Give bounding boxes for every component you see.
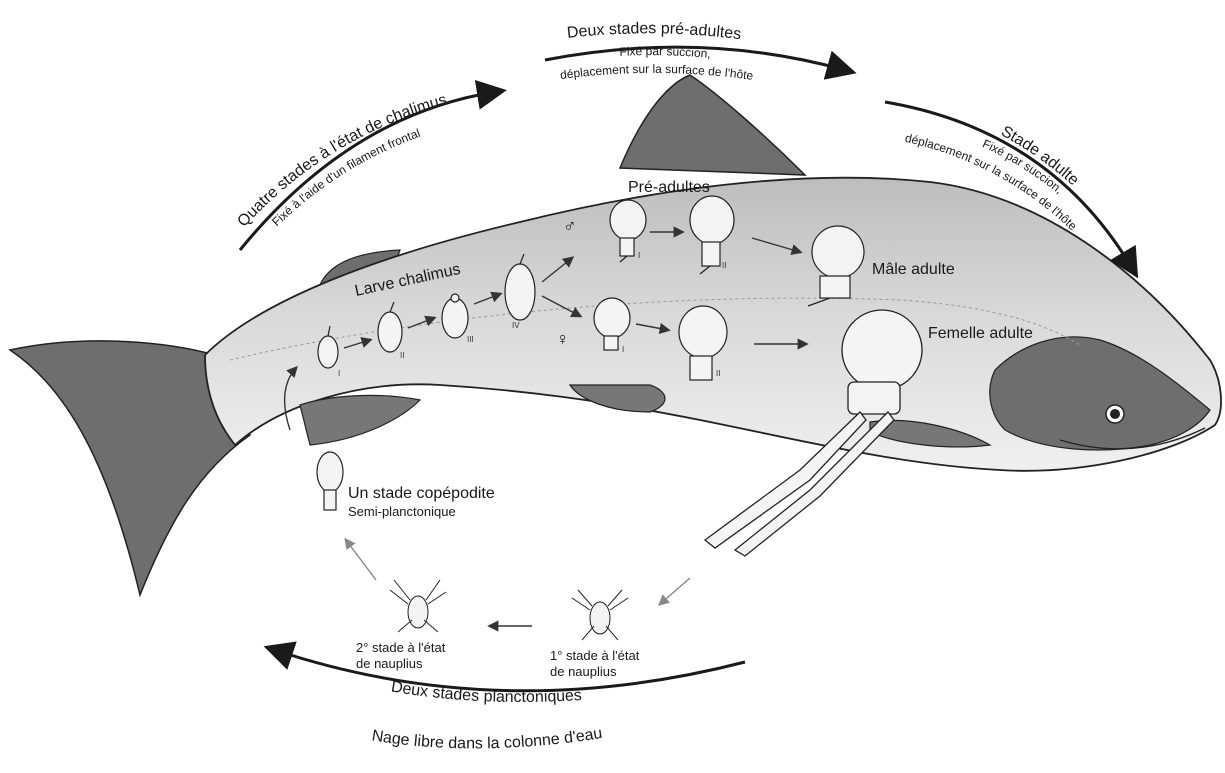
male-symbol: ♂ <box>563 216 577 236</box>
arc-chalimus-title: Quatre stades à l'état de chalimus <box>234 92 448 231</box>
chalimus-numeral-3: III <box>467 335 474 344</box>
arc-planktonic-title: Deux stades planctoniques <box>390 678 582 705</box>
chalimus-numeral-4: IV <box>512 321 520 330</box>
arc-preadult: Deux stades pré-adultes Fixé par succion… <box>545 20 845 83</box>
label-copepodite-sub: Semi-planctonique <box>348 504 456 519</box>
arc-preadult-subtitle-2: déplacement sur la surface de l'hôte <box>559 62 754 83</box>
svg-text:déplacement sur la surface de: déplacement sur la surface de l'hôte <box>559 62 754 83</box>
arc-preadult-title: Deux stades pré-adultes <box>566 20 742 43</box>
nauplius-1-illustration <box>572 590 628 640</box>
preadult-male-numeral-2: II <box>722 261 726 270</box>
arc-planktonic-subtitle: Nage libre dans la colonne d'eau <box>371 725 604 752</box>
svg-text:Deux stades planctoniques: Deux stades planctoniques <box>390 678 582 705</box>
label-nauplius1-line2: de nauplius <box>550 664 617 679</box>
svg-text:Deux stades pré-adultes: Deux stades pré-adultes <box>566 20 742 43</box>
preadult-female-numeral-1: I <box>622 345 624 354</box>
arc-chalimus: Quatre stades à l'état de chalimus Fixé … <box>234 92 495 250</box>
svg-text:Fixé par succion,: Fixé par succion, <box>619 44 711 61</box>
label-female: Femelle adulte <box>928 325 1033 342</box>
arc-preadult-subtitle-1: Fixé par succion, <box>619 44 711 61</box>
svg-text:Quatre stades à l'état de chal: Quatre stades à l'état de chalimus <box>234 92 448 231</box>
label-preadults: Pré-adultes <box>628 179 710 196</box>
copepodite-louse-illustration <box>317 452 343 510</box>
preadult-male-numeral-1: I <box>638 251 640 260</box>
label-male: Mâle adulte <box>872 261 955 278</box>
dorsal-fin <box>620 75 805 175</box>
chalimus-numeral-2: II <box>400 351 404 360</box>
chalimus-numeral-1: I <box>338 369 340 378</box>
preadult-female-numeral-2: II <box>716 369 720 378</box>
svg-text:Nage libre dans la colonne d'e: Nage libre dans la colonne d'eau <box>371 725 604 752</box>
nauplius-2-illustration <box>390 580 446 632</box>
label-copepodite: Un stade copépodite <box>348 485 495 502</box>
label-nauplius2-line2: de nauplius <box>356 656 423 671</box>
female-symbol: ♀ <box>556 329 570 349</box>
arc-planktonic: Deux stades planctoniques Nage libre dan… <box>275 650 745 752</box>
label-nauplius1-line1: 1° stade à l'état <box>550 648 640 663</box>
anal-fin <box>300 395 420 445</box>
label-nauplius2-line1: 2° stade à l'état <box>356 640 446 655</box>
